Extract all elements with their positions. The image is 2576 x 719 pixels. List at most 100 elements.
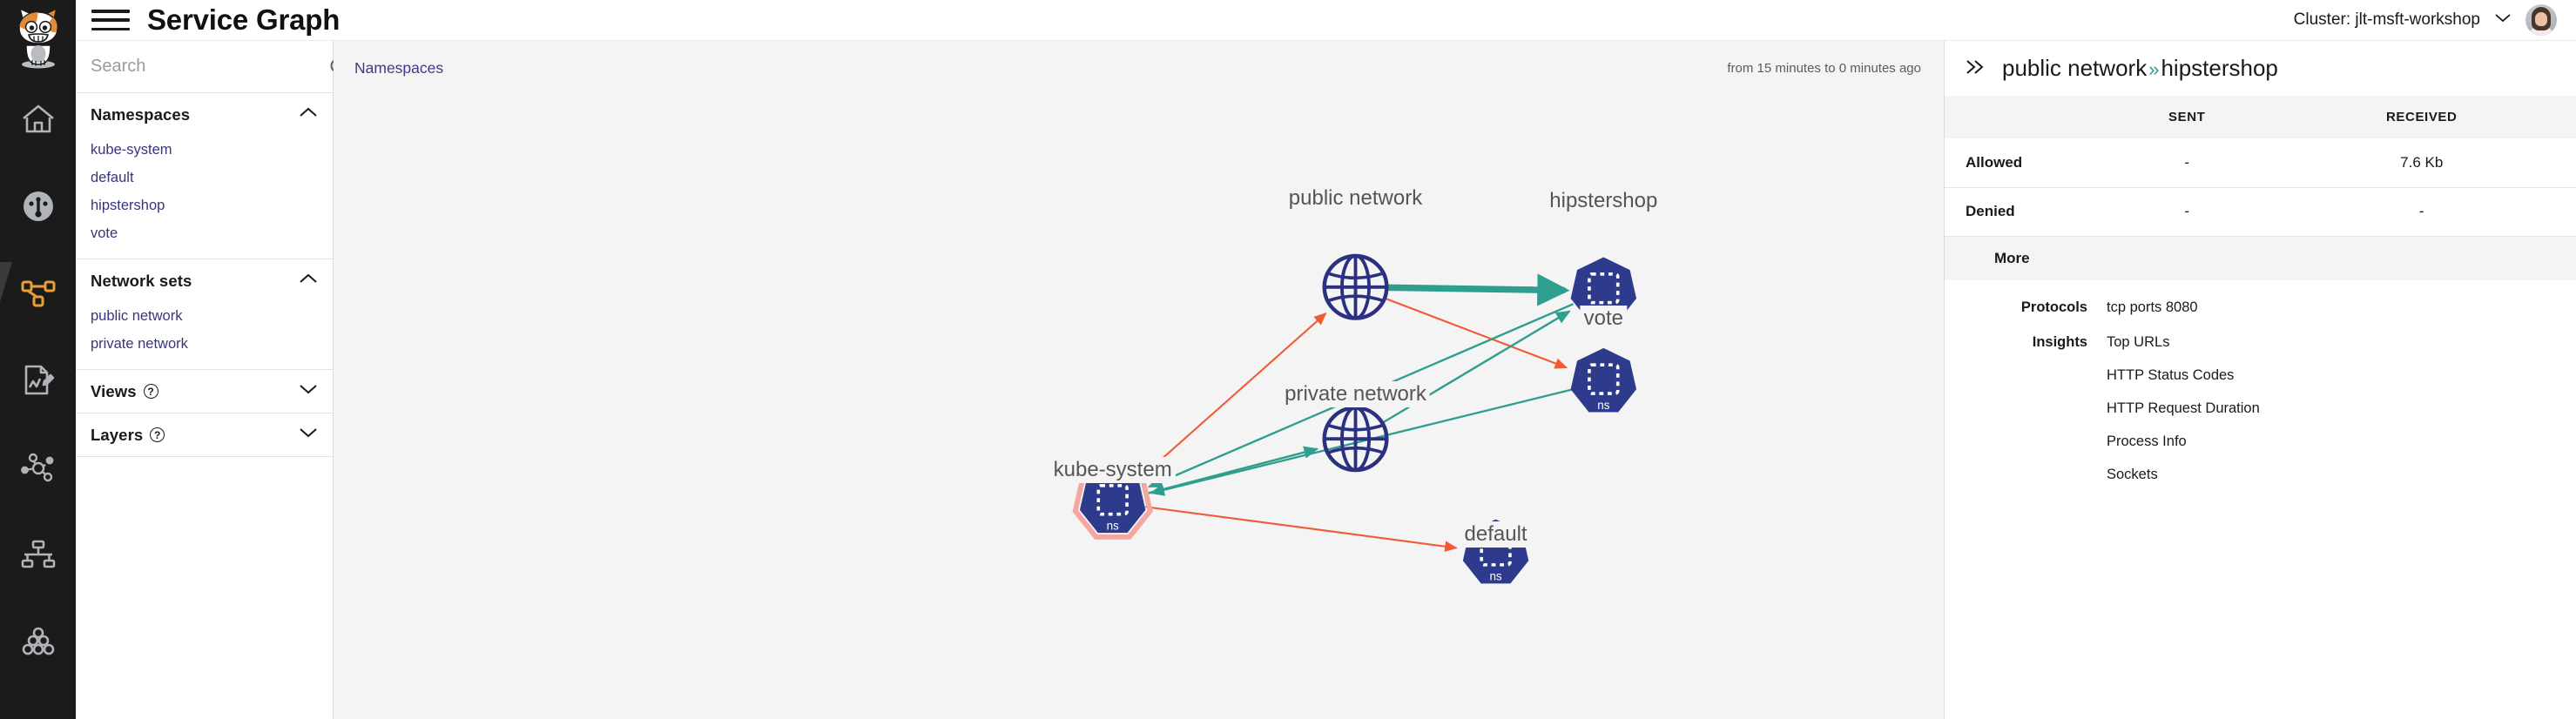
table-row: Denied - -	[1945, 187, 2576, 236]
section-network-sets-header[interactable]: Network sets	[76, 259, 333, 302]
graph-edge[interactable]	[1150, 388, 1572, 496]
sidebar-item-home[interactable]	[0, 76, 76, 163]
section-views-label: Views	[91, 381, 137, 400]
sidebar-item-nodes[interactable]	[0, 424, 76, 511]
graph-label-vote: vote	[1580, 306, 1627, 333]
section-views-title: Views ?	[91, 382, 158, 401]
row-denied-sent: -	[2184, 203, 2190, 219]
graph-label-private-network: private network	[1281, 381, 1430, 408]
policy-document-edit-icon	[22, 364, 55, 397]
cluster-circles-icon	[21, 627, 56, 656]
gauge-dashboard-icon	[22, 190, 55, 223]
graph-main: Namespaces from 15 minutes to 0 minutes …	[334, 0, 1945, 719]
search-row	[76, 41, 379, 93]
time-range-label: from 15 minutes to 0 minutes ago	[1727, 60, 1921, 76]
graph-toolbar: Namespaces from 15 minutes to 0 minutes …	[334, 41, 1944, 95]
table-header-received: RECEIVED	[2385, 110, 2458, 124]
graph-svg[interactable]: nsnsnsns	[334, 76, 1944, 719]
graph-edges	[1136, 273, 1574, 552]
section-namespaces-header[interactable]: Namespaces	[76, 93, 333, 136]
section-layers-header[interactable]: Layers ?	[76, 413, 333, 456]
detail-title-separator: »	[2148, 58, 2160, 80]
chevron-up-icon[interactable]	[299, 106, 318, 123]
sidebar-item-policies[interactable]	[0, 337, 76, 424]
row-allowed-sent: -	[2184, 153, 2190, 171]
chevron-up-icon[interactable]	[299, 272, 318, 289]
cluster-selector-label[interactable]: Cluster: jlt-msft-workshop	[2293, 10, 2480, 29]
detail-title: public network » hipstershop	[2002, 55, 2278, 82]
graph-node-private-network[interactable]	[1322, 406, 1389, 473]
chevron-down-icon[interactable]	[2494, 12, 2512, 28]
calico-cat-logo[interactable]	[0, 0, 76, 76]
home-icon	[21, 104, 56, 135]
insight-top-urls[interactable]: Top URLs	[2107, 333, 2170, 350]
top-bar-right: Cluster: jlt-msft-workshop	[2294, 4, 2576, 36]
networkset-item-private-network[interactable]: private network	[91, 336, 188, 352]
row-label-allowed: Allowed	[1966, 153, 2023, 171]
svg-text:ns: ns	[1107, 520, 1119, 533]
search-input[interactable]	[91, 57, 321, 77]
graph-edge[interactable]	[1386, 273, 1570, 306]
row-label-denied: Denied	[1966, 203, 2015, 219]
sidebar-item-dashboard[interactable]	[0, 163, 76, 250]
section-namespaces: Namespaces kube-system default hipstersh…	[76, 93, 333, 259]
section-views-header[interactable]: Views ?	[76, 370, 333, 413]
meta-row-protocols: Protocols tcp ports 8080	[1945, 299, 2576, 316]
insight-process-info[interactable]: Process Info	[2107, 433, 2187, 449]
graph-label-default: default	[1460, 521, 1531, 548]
section-namespaces-body: kube-system default hipstershop vote	[76, 136, 333, 259]
help-icon[interactable]: ?	[143, 384, 158, 399]
detail-title-target: hipstershop	[2161, 55, 2278, 81]
namespace-item-vote[interactable]: vote	[91, 225, 118, 241]
avatar[interactable]	[2525, 4, 2557, 36]
hamburger-menu-icon[interactable]	[91, 7, 130, 33]
section-network-sets: Network sets public network private netw…	[76, 259, 333, 370]
page-title: Service Graph	[147, 3, 341, 36]
sidebar-item-cluster[interactable]	[0, 598, 76, 685]
insight-http-status-codes[interactable]: HTTP Status Codes	[2107, 366, 2235, 383]
graph-node-vote[interactable]: ns	[1570, 347, 1637, 413]
detail-panel-body: public network » hipstershop SENT RECEIV…	[1945, 41, 2576, 719]
breadcrumb[interactable]: Namespaces	[354, 58, 444, 77]
section-network-sets-body: public network private network	[76, 302, 333, 369]
graph-edge[interactable]	[1145, 506, 1458, 552]
section-namespaces-title: Namespaces	[91, 104, 191, 124]
traffic-table: SENT RECEIVED Allowed - 7.6 Kb Denied - …	[1945, 96, 2576, 237]
row-denied-received: -	[2418, 203, 2424, 219]
namespace-item-hipstershop[interactable]: hipstershop	[91, 198, 165, 213]
graph-edge[interactable]	[1136, 312, 1327, 481]
namespace-item-default[interactable]: default	[91, 170, 134, 185]
networkset-item-public-network[interactable]: public network	[91, 308, 183, 324]
section-views: Views ?	[76, 370, 333, 413]
insight-sockets[interactable]: Sockets	[2107, 466, 2158, 482]
service-graph-icon	[19, 277, 57, 310]
graph-label-hipstershop: hipstershop	[1546, 188, 1662, 215]
more-section-header[interactable]: More	[1945, 236, 2576, 280]
graph-node-public-network[interactable]	[1322, 253, 1389, 320]
sidebar-item-sitemap[interactable]	[0, 511, 76, 598]
section-layers-label: Layers	[91, 425, 144, 444]
network-nodes-icon	[20, 451, 56, 484]
section-layers-title: Layers ?	[91, 426, 165, 445]
chevron-double-right-icon[interactable]	[1964, 57, 1986, 80]
meta-values-protocols: tcp ports 8080	[2107, 299, 2198, 316]
table-header-sent: SENT	[2168, 110, 2206, 124]
graph-node-kube-system[interactable]: ns	[1072, 460, 1153, 540]
graph-nodes[interactable]: nsnsnsns	[1072, 253, 1637, 584]
graph-label-kube-system: kube-system	[1049, 456, 1176, 483]
svg-text:ns: ns	[1489, 570, 1501, 583]
filter-panel: Namespaces kube-system default hipstersh…	[76, 0, 379, 719]
meta-row-insights: Insights Top URLs HTTP Status Codes HTTP…	[1945, 334, 2576, 483]
help-icon[interactable]: ?	[150, 427, 165, 442]
detail-title-source: public network	[2002, 55, 2148, 81]
insight-http-request-duration[interactable]: HTTP Request Duration	[2107, 400, 2260, 416]
sidebar-item-service-graph[interactable]	[0, 250, 76, 337]
svg-text:ns: ns	[1597, 399, 1609, 412]
namespace-item-kube-system[interactable]: kube-system	[91, 142, 172, 158]
detail-panel: public network » hipstershop SENT RECEIV…	[1945, 0, 2576, 719]
chevron-down-icon[interactable]	[299, 427, 318, 443]
chevron-down-icon[interactable]	[299, 383, 318, 400]
graph-edge[interactable]	[1143, 446, 1319, 495]
graph-edge[interactable]	[1386, 298, 1568, 369]
